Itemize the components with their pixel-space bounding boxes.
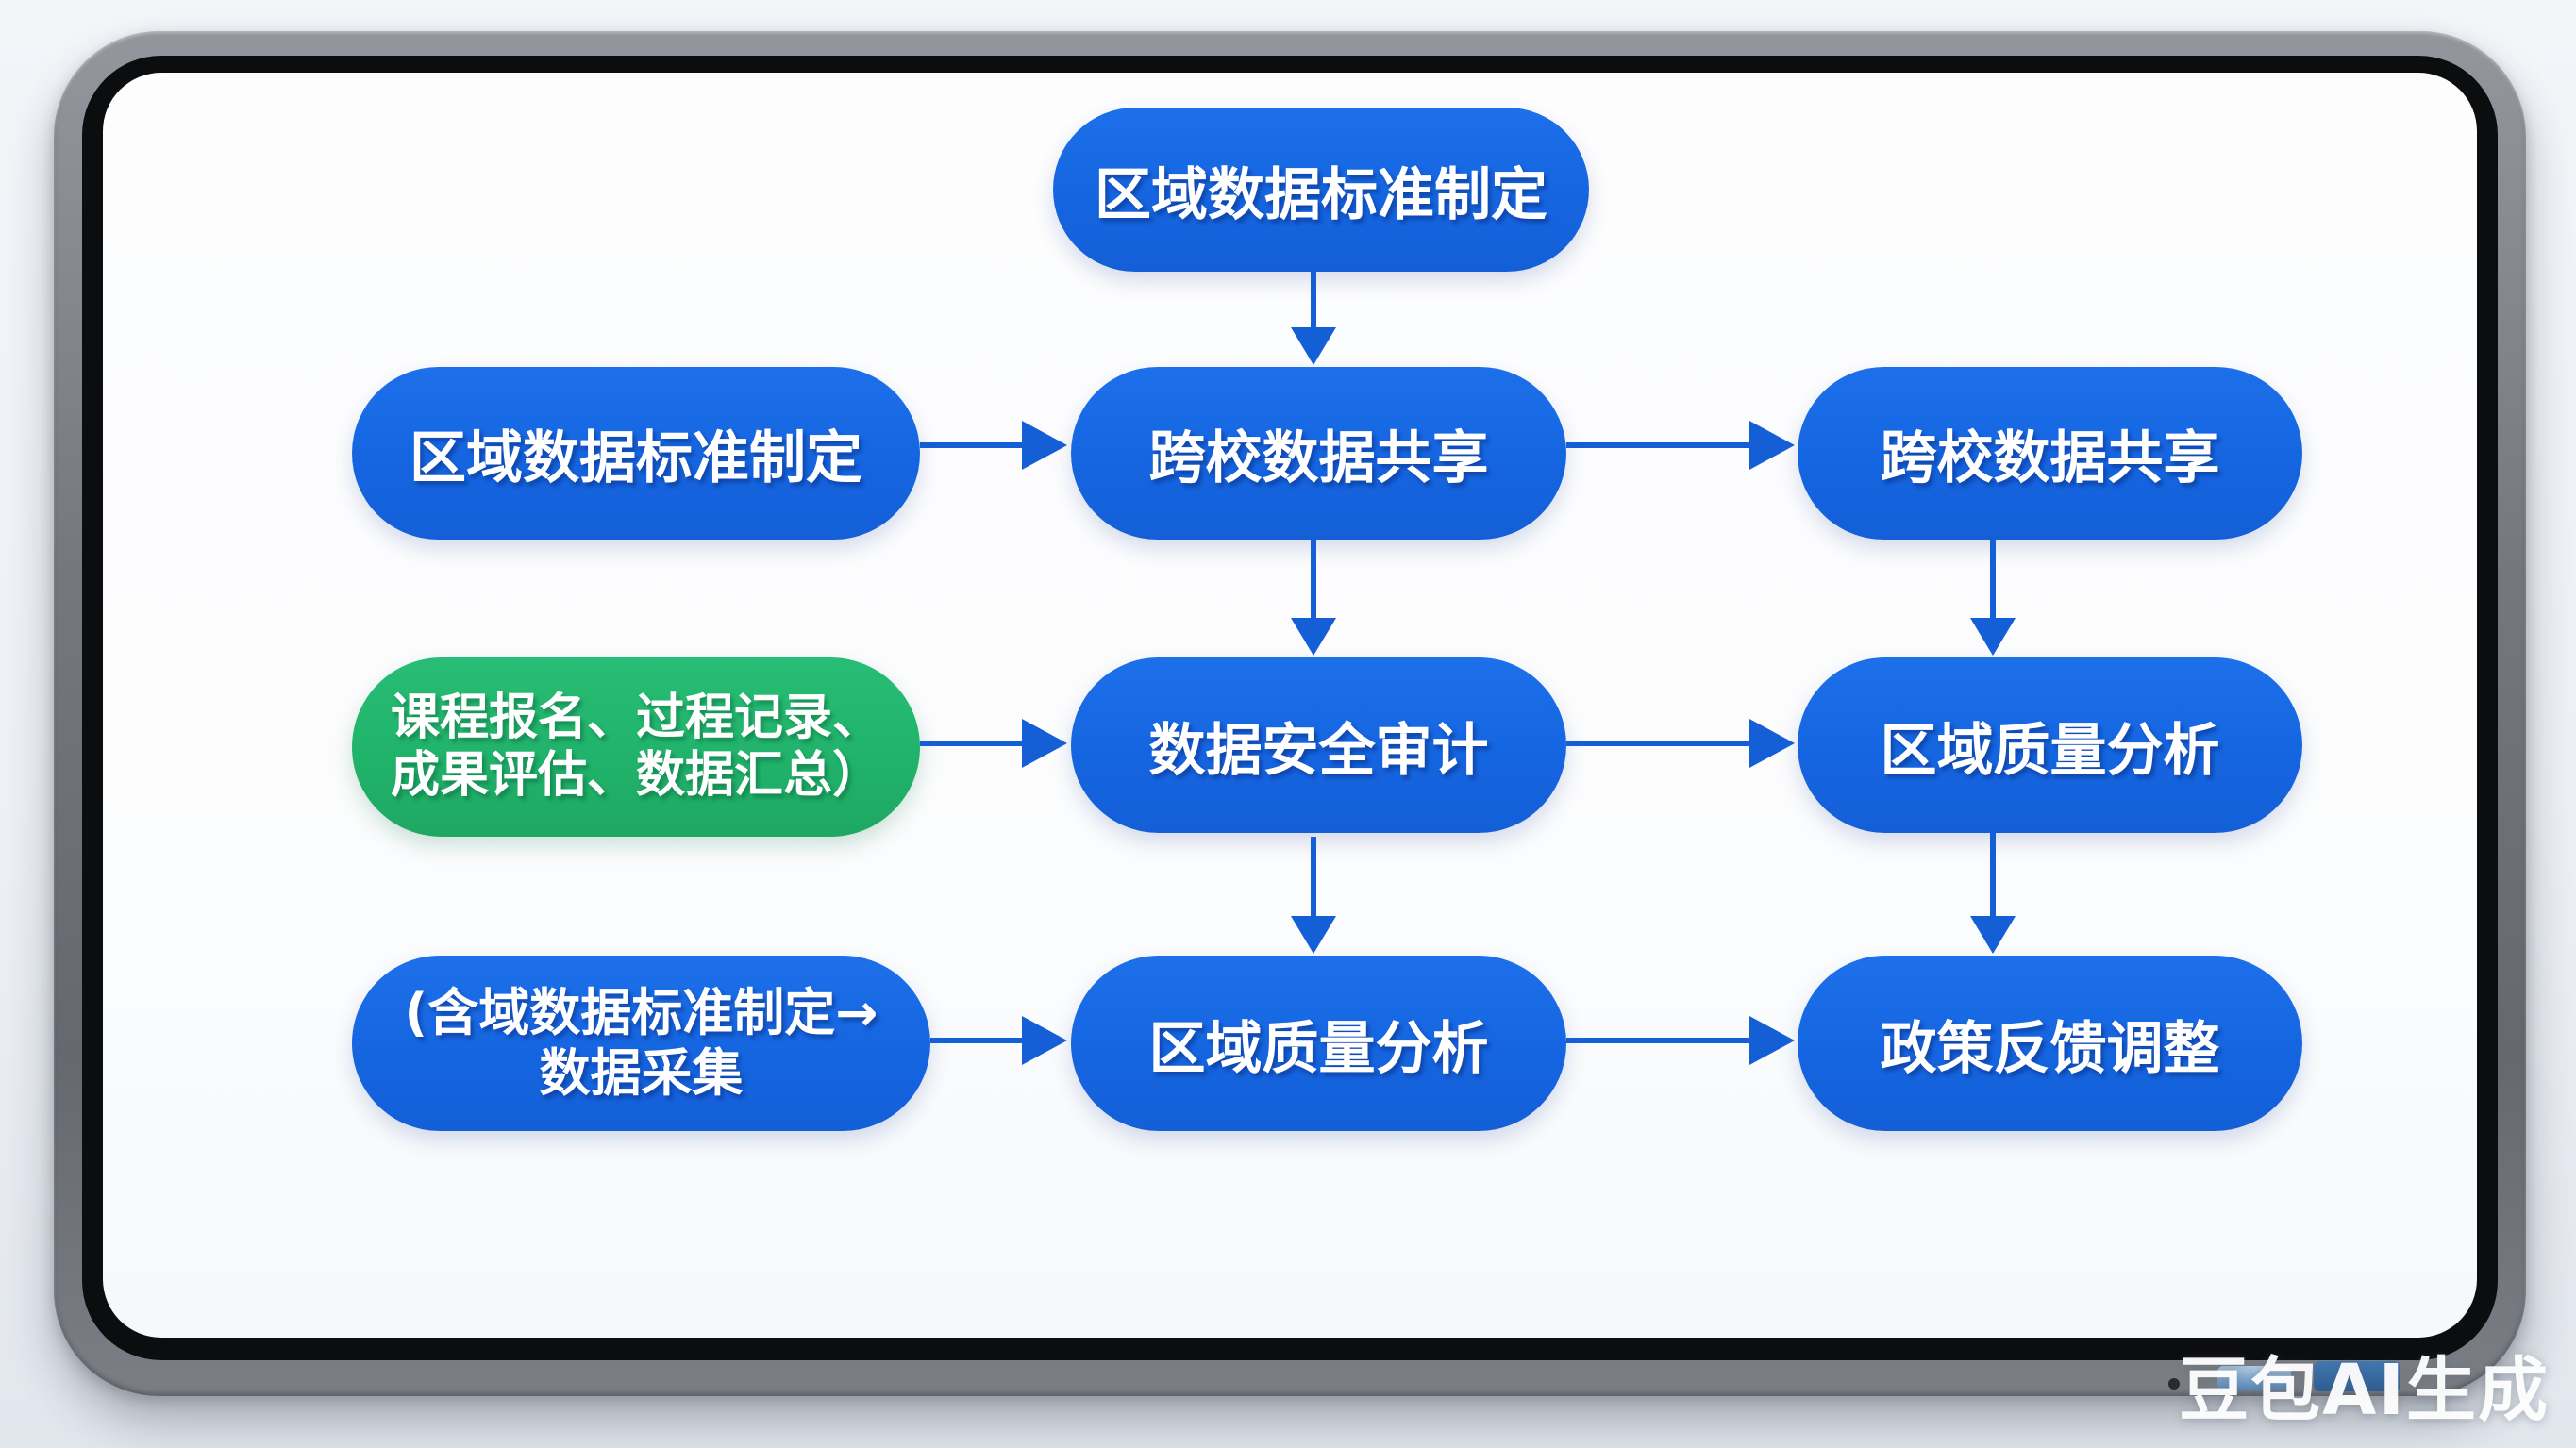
arrow-r3c-to-r3r — [1566, 719, 1795, 768]
arrow-shaft — [1311, 837, 1316, 920]
node-policy-feedback-adjustment: 政策反馈调整 — [1798, 956, 2302, 1131]
node-label: 区域质量分析 — [1880, 717, 2220, 784]
watermark: 豆包AI生成 — [2179, 1350, 2550, 1431]
node-label: 政策反馈调整 — [1880, 1015, 2220, 1082]
arrow-right-icon — [1022, 1016, 1067, 1065]
arrow-right-icon — [1022, 421, 1067, 470]
arrow-r2c-to-r2r — [1566, 421, 1795, 470]
frame-slot — [2314, 1361, 2400, 1391]
arrow-r2l-to-r2c — [920, 421, 1067, 470]
arrow-shaft — [930, 1038, 1026, 1043]
arrow-r3c-to-r4c — [1291, 837, 1336, 954]
arrow-r2r-to-r3r — [1970, 540, 2016, 656]
arrow-down-icon — [1970, 916, 2016, 954]
arrow-shaft — [1990, 833, 1996, 920]
node-label-line2: 成果评估、数据汇总） — [390, 747, 881, 804]
arrow-r3l-to-r3c — [920, 719, 1067, 768]
arrow-down-icon — [1291, 327, 1336, 365]
node-label: 跨校数据共享 — [1148, 425, 1489, 491]
arrow-right-icon — [1749, 1016, 1795, 1065]
arrow-right-icon — [1749, 421, 1795, 470]
arrow-down-icon — [1970, 618, 2016, 656]
arrow-right-icon — [1749, 719, 1795, 768]
node-data-standard-to-collection: (含域数据标准制定→ 数据采集 — [352, 956, 930, 1131]
arrow-r2c-to-r3c — [1291, 540, 1336, 656]
node-label-line1: (含域数据标准制定→ — [404, 983, 878, 1043]
arrow-shaft — [1566, 442, 1753, 448]
arrow-shaft — [1990, 540, 1996, 622]
arrow-r4c-to-r4r — [1566, 1016, 1795, 1065]
node-label: 数据安全审计 — [1148, 717, 1489, 784]
camera-dot — [2168, 1378, 2180, 1390]
arrow-shaft — [1566, 1038, 1753, 1043]
arrow-right-icon — [1022, 719, 1067, 768]
arrow-shaft — [1566, 741, 1753, 746]
arrow-shaft — [920, 442, 1026, 448]
node-course-process-evaluation-summary: 课程报名、过程记录、 成果评估、数据汇总） — [352, 657, 920, 837]
node-region-quality-analysis: 区域质量分析 — [1798, 657, 2302, 833]
node-region-data-standard-top: 区域数据标准制定 — [1053, 108, 1589, 272]
arrow-down-icon — [1291, 916, 1336, 954]
arrow-top-to-r2c — [1291, 272, 1336, 365]
arrow-shaft — [920, 741, 1026, 746]
arrow-shaft — [1311, 272, 1316, 331]
node-cross-school-data-sharing: 跨校数据共享 — [1071, 367, 1566, 540]
node-label-line2: 数据采集 — [539, 1043, 744, 1103]
node-region-data-standard: 区域数据标准制定 — [352, 367, 920, 540]
node-data-security-audit: 数据安全审计 — [1071, 657, 1566, 833]
node-label: 区域数据标准制定 — [1095, 161, 1547, 228]
frame-slot — [2217, 1366, 2291, 1390]
arrow-down-icon — [1291, 618, 1336, 656]
node-label: 跨校数据共享 — [1880, 425, 2220, 491]
node-label-line1: 课程报名、过程记录、 — [390, 689, 881, 746]
arrow-shaft — [1311, 540, 1316, 622]
node-label: 区域数据标准制定 — [410, 425, 862, 491]
node-region-quality-analysis-2: 区域质量分析 — [1071, 956, 1566, 1131]
arrow-r4l-to-r4c — [930, 1016, 1067, 1065]
node-label: 区域质量分析 — [1148, 1015, 1489, 1082]
node-cross-school-data-sharing-2: 跨校数据共享 — [1798, 367, 2302, 540]
arrow-r3r-to-r4r — [1970, 833, 2016, 954]
